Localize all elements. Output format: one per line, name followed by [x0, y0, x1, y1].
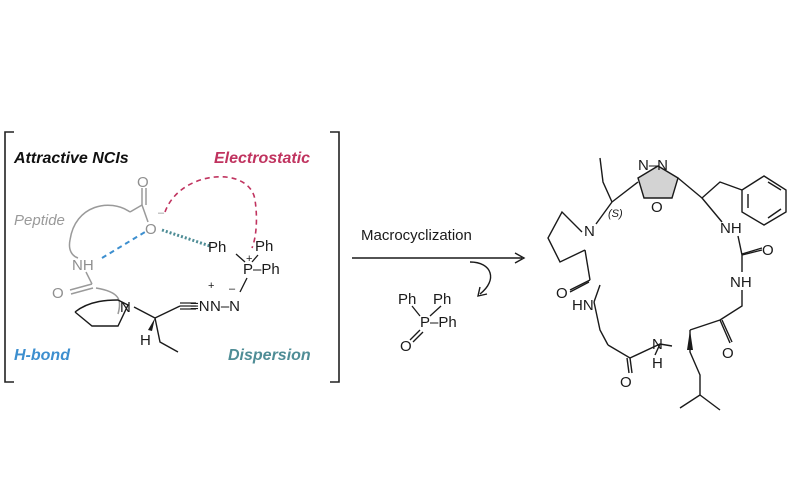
peptide-backbone — [68, 188, 149, 315]
tppo-ph2: Ph — [433, 291, 451, 308]
product-o-right: O — [762, 242, 774, 259]
dispersion-dashes — [161, 228, 211, 248]
macrocycle-backbone — [569, 197, 763, 411]
carboxylate-o: O — [145, 221, 157, 238]
product-nh-right: NH — [730, 274, 752, 291]
product-h-bottom: H — [652, 355, 663, 372]
tppo-o: O — [400, 338, 412, 355]
macrocyclization-label: Macrocyclization — [361, 227, 472, 244]
azide-minus: – — [229, 283, 236, 295]
left-bracket — [4, 131, 14, 383]
stereo-s: (S) — [608, 208, 623, 220]
ring-n: N — [120, 299, 131, 316]
peptide-nh: NH — [72, 257, 94, 274]
attractive-ncis-label: Attractive NCIs — [13, 150, 129, 167]
dispersion-label: Dispersion — [228, 347, 311, 364]
nitrilium-plus: + — [208, 280, 214, 292]
azide-n: N–N — [210, 298, 240, 315]
oxadiazole-o: O — [651, 199, 663, 216]
electrostatic-label: Electrostatic — [214, 150, 310, 167]
right-bracket — [330, 131, 340, 383]
carboxylate-minus: – — [158, 207, 165, 219]
reaction-arrow — [352, 252, 526, 297]
pyrrolidine-ring-left — [74, 299, 129, 327]
electrostatic-dashes — [164, 176, 258, 249]
p-atom: P–Ph — [243, 261, 280, 278]
tppo-p: P–Ph — [420, 314, 457, 331]
product-n-bottom: N — [652, 336, 663, 353]
benzyl-group — [677, 175, 787, 226]
p-bonds — [235, 253, 259, 293]
peptide-label: Peptide — [14, 212, 65, 229]
peptide-carbonyl-o: O — [52, 285, 64, 302]
tppo-bonds — [409, 305, 442, 343]
product-o-left: O — [556, 285, 568, 302]
p-plus: + — [246, 253, 252, 265]
product-hn-left: HN — [572, 297, 594, 314]
leucine-wedge — [687, 330, 693, 350]
ph-top: Ph — [255, 238, 273, 255]
ph-left: Ph — [208, 239, 226, 256]
alpha-h: H — [140, 332, 151, 349]
pyrrolidine-ring-right — [547, 201, 613, 263]
tppo-ph1: Ph — [398, 291, 416, 308]
oxadiazole-nn: N–N — [638, 157, 668, 174]
nitrilium-n: ≡N — [190, 298, 210, 315]
oxadiazole-ring — [637, 165, 679, 199]
product-nh-top: NH — [720, 220, 742, 237]
alpha-carbon-bonds — [133, 305, 181, 353]
ethyl-group — [599, 157, 639, 203]
product-o-bottom-right: O — [722, 345, 734, 362]
hbond-label: H-bond — [14, 347, 71, 364]
hbond-dashes — [101, 231, 146, 259]
nitrile-bond — [180, 302, 196, 310]
carbonyl-o-top: O — [137, 174, 149, 191]
product-o-bottom: O — [620, 374, 632, 391]
wedge-h — [148, 318, 155, 331]
product-ring-n: N — [584, 223, 595, 240]
